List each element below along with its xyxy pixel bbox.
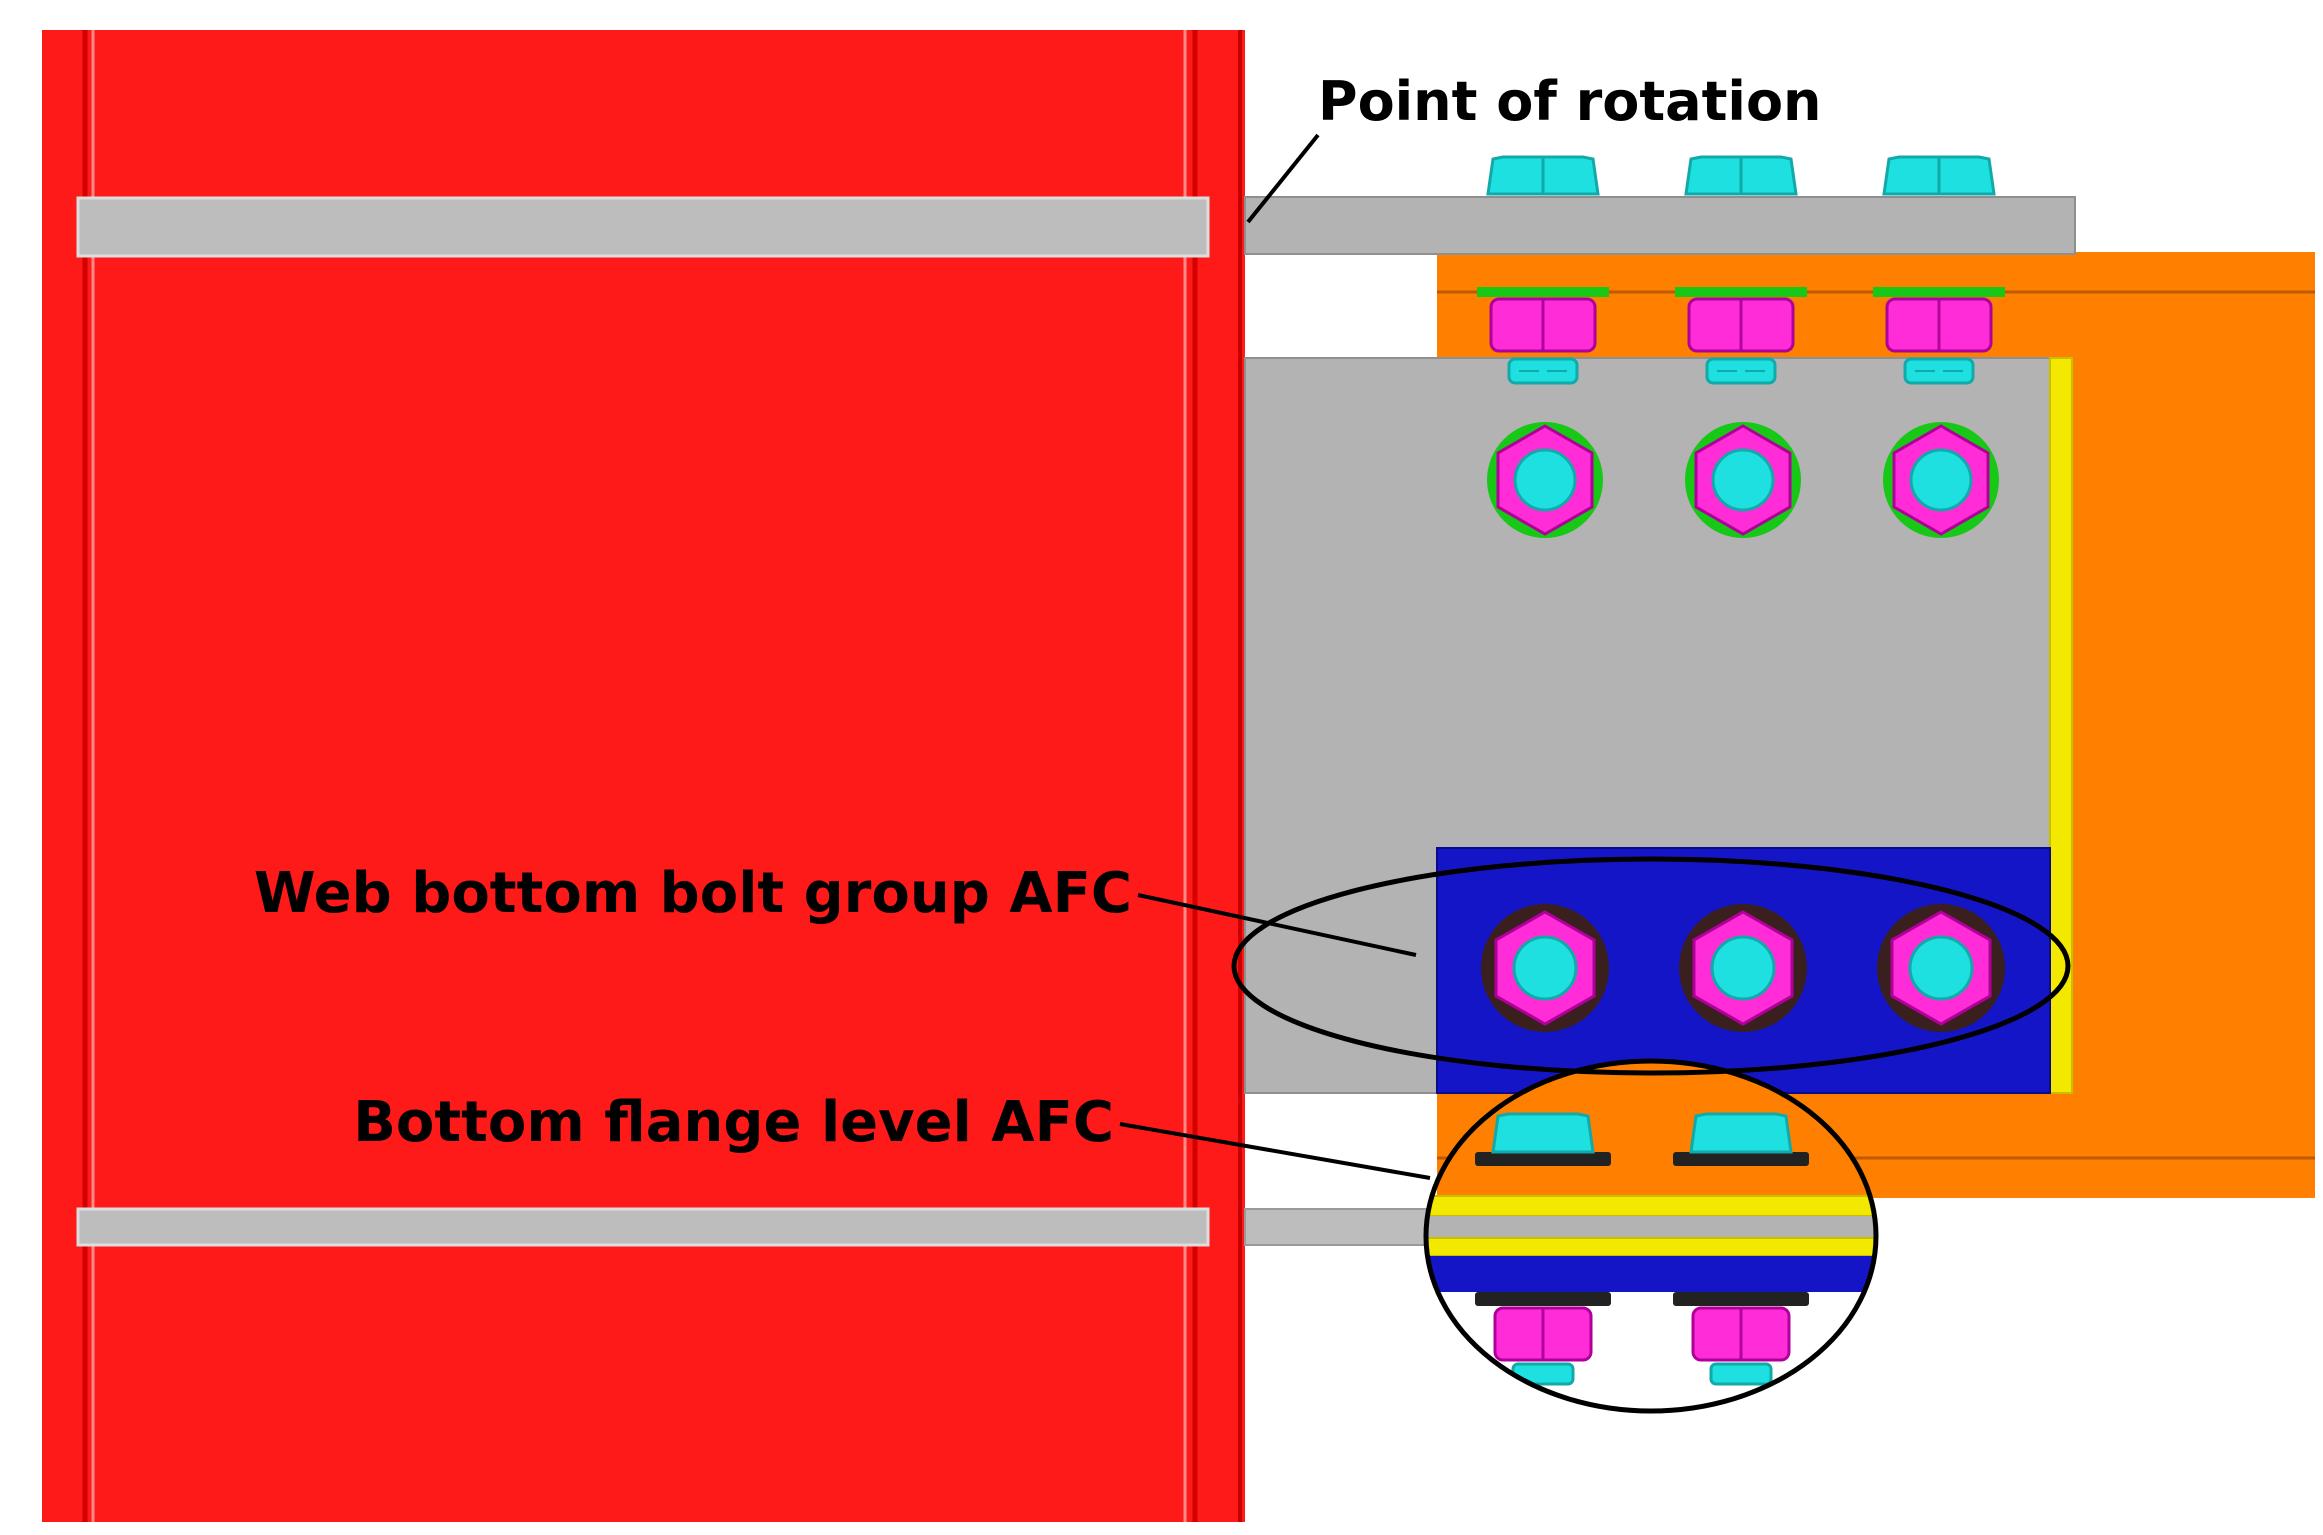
hex-bolt-icon — [1882, 155, 1996, 196]
ellipse-callout-icon — [1231, 856, 2071, 1076]
label-point-of-rotation: Point of rotation — [1318, 70, 1821, 133]
hex-bolt-icon — [1875, 902, 2007, 1034]
point-of-rotation-leader — [1246, 133, 1320, 224]
web-bolt-group-leader — [1137, 893, 1417, 957]
column-stiffener-top — [76, 196, 1210, 258]
hex-bolt-icon — [1683, 420, 1803, 540]
top-flange-plate — [1244, 196, 2076, 255]
hex-bolt-icon — [1486, 155, 1600, 196]
column-section — [42, 30, 1245, 1522]
hex-bolt-icon — [1684, 155, 1798, 196]
yellow-end-plate — [2049, 357, 2073, 1094]
web-top-bolt-row — [1485, 420, 2001, 540]
label-bottom-flange-level: Bottom flange level AFC — [353, 1090, 1114, 1155]
bottom-flange-stub — [1244, 1208, 1446, 1246]
bottom-flange-detail — [1426, 1061, 1876, 1411]
web-bottom-bolt-row — [1479, 902, 2007, 1034]
hex-bolt-icon — [1677, 902, 1809, 1034]
hex-bolt-icon — [1881, 420, 2001, 540]
hex-bolt-icon — [1479, 902, 1611, 1034]
hex-bolt-icon — [1485, 420, 1605, 540]
circle-callout-icon — [1423, 1058, 1879, 1414]
flange-level-leader — [1119, 1122, 1431, 1180]
label-web-bottom-bolt-group: Web bottom bolt group AFC — [254, 861, 1132, 926]
column-stiffener-bottom — [76, 1207, 1210, 1247]
